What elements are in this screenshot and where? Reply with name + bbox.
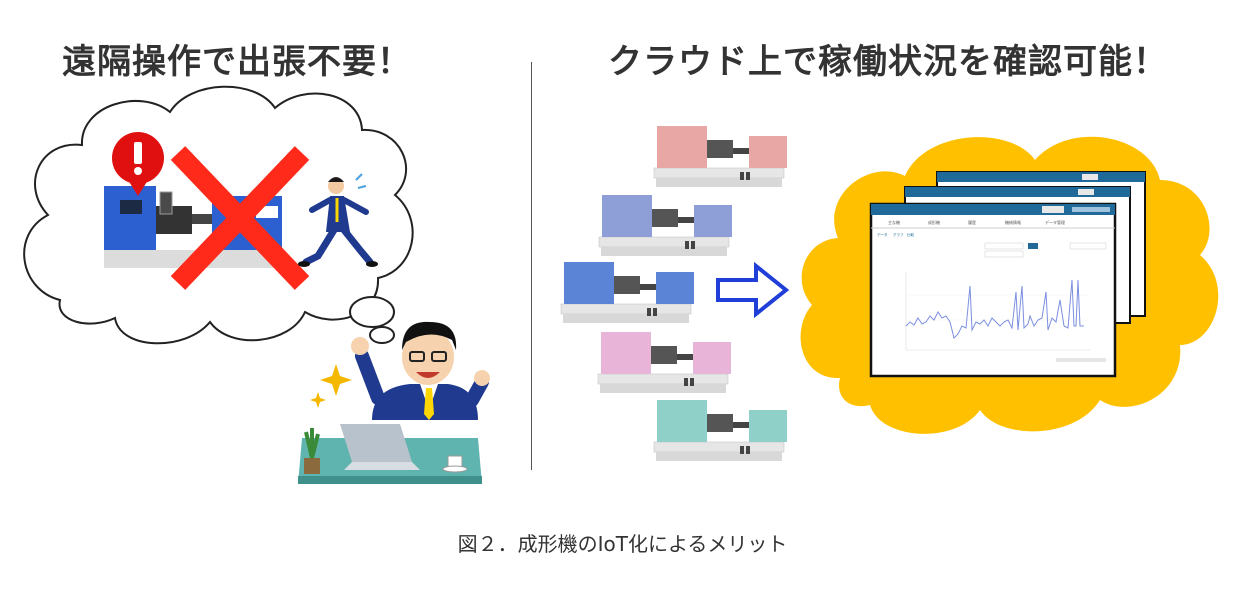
heading-cloud-monitoring: クラウド上で稼働状況を確認可能！ — [608, 42, 1168, 82]
dashboard-tab: 履歴 — [968, 219, 976, 225]
molding-machine-lilac — [597, 331, 732, 394]
dashboard-subtab: データ — [877, 232, 888, 237]
molding-machine-blue — [560, 261, 695, 324]
businessman-at-desk — [298, 321, 490, 484]
figure-caption: 図２．成形機のIoT化によるメリット — [457, 532, 788, 556]
section-divider — [531, 62, 532, 470]
dashboard-tab: 主な機 — [888, 219, 900, 225]
dashboard-window-main: 主な機 成形機 履歴 機械情報 データ管理 データ グラフ 比較 — [869, 202, 1117, 378]
dashboard-subtab: 比較 — [907, 232, 915, 237]
dashboard-tab: 機械情報 — [1005, 219, 1021, 225]
molding-machine-purple — [598, 194, 733, 257]
alert-icon — [112, 132, 164, 196]
heading-remote-operation: 遠隔操作で出張不要！ — [62, 42, 412, 82]
dashboard-tab: 成形機 — [928, 219, 940, 225]
dashboard-tab: データ管理 — [1045, 219, 1065, 225]
dashboard-line-chart — [905, 279, 1084, 339]
molding-machine-pink — [653, 125, 788, 188]
right-arrow-icon — [716, 261, 790, 319]
dashboard-subtabs: データ グラフ 比較 — [877, 232, 915, 237]
molding-machine-teal — [653, 399, 788, 462]
running-businessman — [298, 173, 378, 267]
dashboard-subtab: グラフ — [893, 232, 904, 237]
cross-mark-icon — [170, 146, 310, 290]
dashboard-tabs: 主な機 成形機 履歴 機械情報 データ管理 — [888, 219, 1065, 225]
